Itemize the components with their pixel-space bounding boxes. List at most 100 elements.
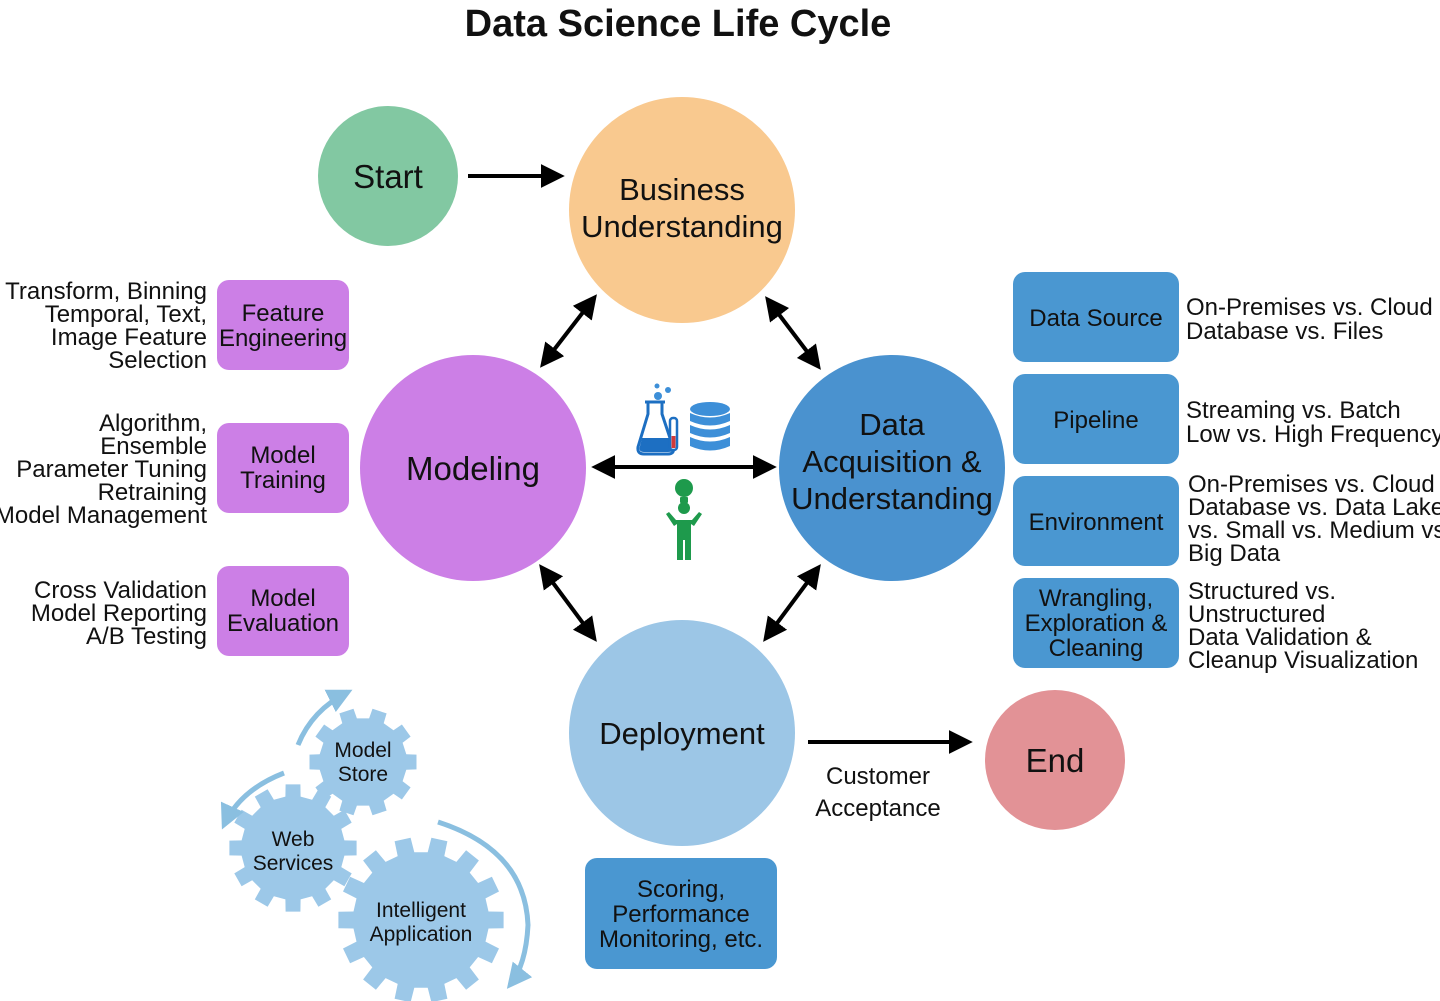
data-source-label: Data Source — [1029, 305, 1162, 332]
pipeline-rect — [1013, 374, 1179, 464]
environment-note-3: vs. Small vs. Medium vs. — [1188, 517, 1440, 544]
environment-note-2: Database vs. Data Lake — [1188, 494, 1440, 521]
evaluation-note-1: Cross Validation — [34, 577, 207, 604]
wrangling-note-4: Cleanup Visualization — [1188, 647, 1418, 674]
pipeline-notes: Streaming vs. Batch Low vs. High Frequen… — [1186, 397, 1440, 448]
data-acquisition-line1: Data — [859, 407, 925, 442]
business-circle — [569, 97, 795, 323]
intelligent-app-line1: Intelligent — [376, 899, 466, 922]
scoring-line1: Scoring, — [637, 876, 725, 903]
feature-note-3: Image Feature — [51, 324, 207, 351]
deployment-circle — [569, 620, 795, 846]
training-note-2: Ensemble — [100, 433, 207, 460]
deployment-label: Deployment — [599, 716, 765, 751]
wrangling-line3: Cleaning — [1049, 635, 1144, 662]
web-services-line1: Web — [272, 828, 315, 851]
wrangling-line1: Wrangling, — [1039, 585, 1153, 612]
feature-note-4: Selection — [108, 347, 207, 374]
model-evaluation-line1: Model — [250, 585, 315, 612]
feature-note-1: Transform, Binning — [5, 278, 207, 305]
customer-acceptance-line2: Acceptance — [815, 795, 940, 822]
environment-box: Environment — [1013, 476, 1179, 566]
pipeline-box: Pipeline — [1013, 374, 1179, 464]
pipeline-note-1: Streaming vs. Batch — [1186, 397, 1401, 424]
model-store-line2: Store — [338, 763, 388, 786]
business-modeling-arrow — [540, 294, 597, 368]
start-circle — [318, 106, 458, 246]
pipeline-note-2: Low vs. High Frequency — [1186, 421, 1440, 448]
end-label: End — [1026, 742, 1085, 779]
database-icon — [690, 402, 730, 451]
business-label-line1: Business — [619, 172, 745, 207]
training-note-4: Retraining — [98, 479, 207, 506]
modeling-node: Modeling — [360, 355, 586, 581]
wrangling-note-1: Structured vs. — [1188, 578, 1336, 605]
data-source-rect — [1013, 272, 1179, 362]
wrangling-box: Wrangling, Exploration & Cleaning — [1013, 578, 1179, 668]
model-store-gear — [309, 708, 417, 816]
business-data-arrow — [765, 296, 821, 370]
person-idea-icon — [666, 479, 702, 560]
environment-note-4: Big Data — [1188, 540, 1281, 567]
wrangling-notes: Structured vs. Unstructured Data Validat… — [1188, 578, 1418, 674]
data-source-note-1: On-Premises vs. Cloud — [1186, 294, 1433, 321]
scoring-line3: Monitoring, etc. — [599, 926, 763, 953]
data-source-box: Data Source — [1013, 272, 1179, 362]
feature-engineering-line1: Feature — [242, 300, 325, 327]
data-acquisition-line2: Acquisition & — [802, 444, 982, 479]
web-services-gear — [229, 784, 357, 912]
data-acquisition-node: Data Acquisition & Understanding — [779, 355, 1005, 581]
intelligent-application-gear — [338, 837, 504, 1001]
pipeline-label: Pipeline — [1053, 407, 1138, 434]
start-label: Start — [353, 158, 423, 195]
data-source-notes: On-Premises vs. Cloud Database vs. Files — [1186, 294, 1433, 345]
data-acquisition-circle — [779, 355, 1005, 581]
wrangling-rect — [1013, 578, 1179, 668]
feature-engineering-box: Feature Engineering — [217, 280, 349, 370]
business-label-line2: Understanding — [581, 209, 783, 244]
model-store-line1: Model — [334, 739, 391, 762]
data-deployment-arrow — [763, 564, 821, 642]
modeling-circle — [360, 355, 586, 581]
feature-engineering-notes: Transform, Binning Temporal, Text, Image… — [5, 278, 207, 374]
model-training-line1: Model — [250, 442, 315, 469]
flow-arrow-top — [295, 689, 353, 746]
web-services-line2: Services — [253, 852, 334, 875]
wrangling-line2: Exploration & — [1025, 610, 1168, 637]
modeling-label: Modeling — [406, 450, 540, 487]
model-training-line2: Training — [240, 467, 326, 494]
wrangling-note-2: Unstructured — [1188, 601, 1325, 628]
gear-cluster: Model Store Web Services Intelligent App… — [220, 689, 533, 1001]
evaluation-note-3: A/B Testing — [86, 623, 207, 650]
data-source-note-2: Database vs. Files — [1186, 318, 1383, 345]
feature-engineering-line2: Engineering — [219, 325, 347, 352]
wrangling-note-3: Data Validation & — [1188, 624, 1372, 651]
model-training-box: Model Training — [217, 423, 349, 513]
feature-engineering-rect — [217, 280, 349, 370]
scoring-box: Scoring, Performance Monitoring, etc. — [585, 858, 777, 969]
model-training-notes: Algorithm, Ensemble Parameter Tuning Ret… — [0, 410, 207, 529]
environment-note-1: On-Premises vs. Cloud — [1188, 471, 1435, 498]
deployment-node: Deployment — [569, 620, 795, 846]
lab-flask-icon — [636, 383, 679, 456]
modeling-deployment-arrow — [539, 564, 597, 642]
feature-note-2: Temporal, Text, — [45, 301, 207, 328]
model-evaluation-notes: Cross Validation Model Reporting A/B Tes… — [31, 577, 207, 650]
start-node: Start — [318, 106, 458, 246]
model-training-rect — [217, 423, 349, 513]
data-acquisition-line3: Understanding — [791, 481, 993, 516]
environment-label: Environment — [1029, 509, 1164, 536]
flow-arrow-right — [437, 819, 533, 989]
business-understanding-node: Business Understanding — [569, 97, 795, 323]
flow-arrow-left — [220, 770, 285, 830]
model-evaluation-box: Model Evaluation — [217, 566, 349, 656]
scoring-line2: Performance — [612, 901, 749, 928]
intelligent-app-line2: Application — [370, 923, 473, 946]
end-node: End — [985, 690, 1125, 830]
end-circle — [985, 690, 1125, 830]
connectors — [468, 164, 973, 754]
training-note-5: Model Management — [0, 502, 207, 529]
model-evaluation-line2: Evaluation — [227, 610, 339, 637]
